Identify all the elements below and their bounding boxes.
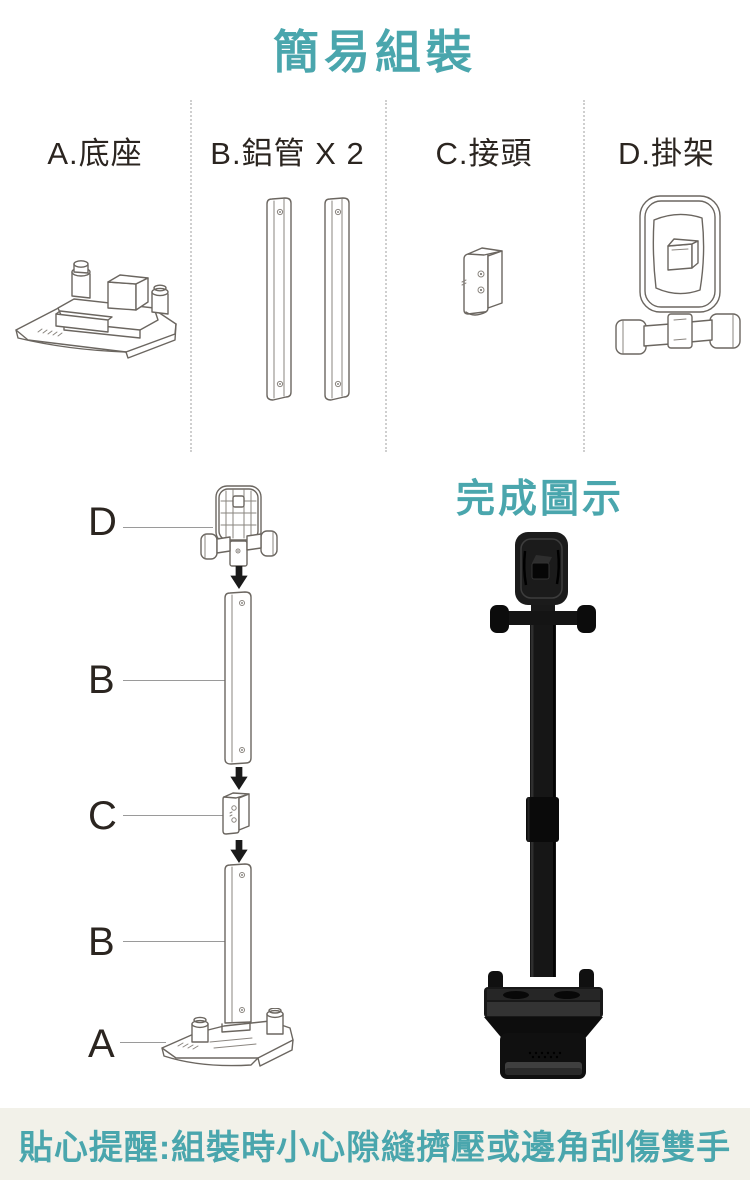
part-d-rack-icon <box>615 195 741 355</box>
part-a-label: A.底座 <box>47 136 143 171</box>
assembly-tube-b1-icon <box>224 591 252 765</box>
part-d-label: D.掛架 <box>618 136 715 171</box>
part-b-tubes-icon <box>266 197 350 401</box>
page-title: 簡易組裝 <box>273 26 477 78</box>
column-divider <box>190 100 192 452</box>
leader-line <box>123 815 224 816</box>
arrow-down-icon <box>230 840 248 863</box>
leader-line <box>120 1042 166 1043</box>
column-divider <box>583 100 585 452</box>
arrow-down-icon <box>230 767 248 790</box>
part-c-label: C.接頭 <box>435 136 533 171</box>
part-a-base-icon <box>15 260 177 359</box>
part-c-connector-icon <box>461 247 503 316</box>
assembly-rack-d-icon <box>200 485 278 567</box>
assembly-step-a: A <box>88 1022 115 1066</box>
assembly-step-b1: B <box>88 658 115 702</box>
assembly-step-b2: B <box>88 920 115 964</box>
finished-product-photo <box>484 532 603 1079</box>
footer-reminder-text: 貼心提醒:組裝時小心隙縫擠壓或邊角刮傷雙手 <box>18 1128 732 1167</box>
assembly-tube-b2-icon <box>224 863 252 1024</box>
leader-line <box>123 680 235 681</box>
leader-line <box>123 527 213 528</box>
part-b-label: B.鋁管 X 2 <box>210 136 365 171</box>
finished-title: 完成圖示 <box>455 478 624 521</box>
leader-line <box>123 941 237 942</box>
footer-reminder-banner: 貼心提醒:組裝時小心隙縫擠壓或邊角刮傷雙手 <box>0 1108 750 1180</box>
assembly-step-d: D <box>88 500 117 544</box>
arrow-down-icon <box>230 566 248 589</box>
assembly-connector-c-icon <box>222 792 250 835</box>
assembly-step-c: C <box>88 794 117 838</box>
column-divider <box>385 100 387 452</box>
assembly-base-a-icon <box>161 1008 294 1067</box>
